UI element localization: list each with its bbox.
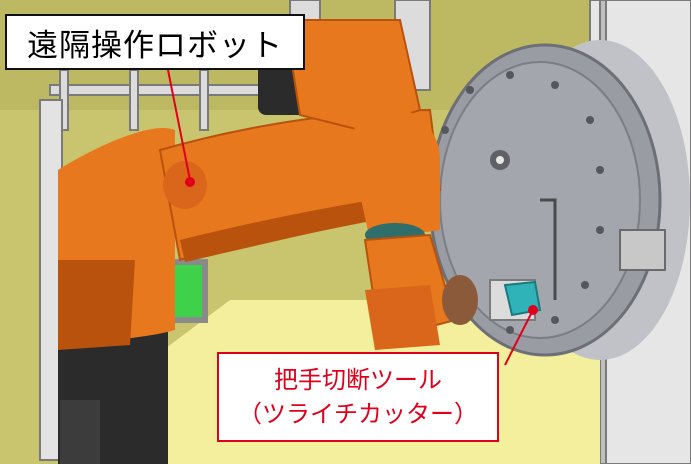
flange-disc — [428, 40, 690, 360]
robot-marker-dot — [185, 177, 195, 187]
tool-leader-line — [504, 309, 534, 366]
cutter-tool — [489, 279, 542, 321]
robot-label: 遠隔操作ロボット — [27, 27, 283, 64]
base-panel — [60, 400, 100, 464]
tool-label-line1: 把手切断ツール — [274, 366, 442, 394]
robot-arm — [58, 19, 478, 350]
tool-callout: 把手切断ツール （ツライチカッター） — [217, 352, 499, 442]
tool-marker-dot — [528, 305, 538, 315]
robot-leader-line — [164, 54, 191, 181]
robot-callout: 遠隔操作ロボット — [5, 14, 305, 70]
tool-label-line2: （ツライチカッター） — [238, 400, 478, 428]
